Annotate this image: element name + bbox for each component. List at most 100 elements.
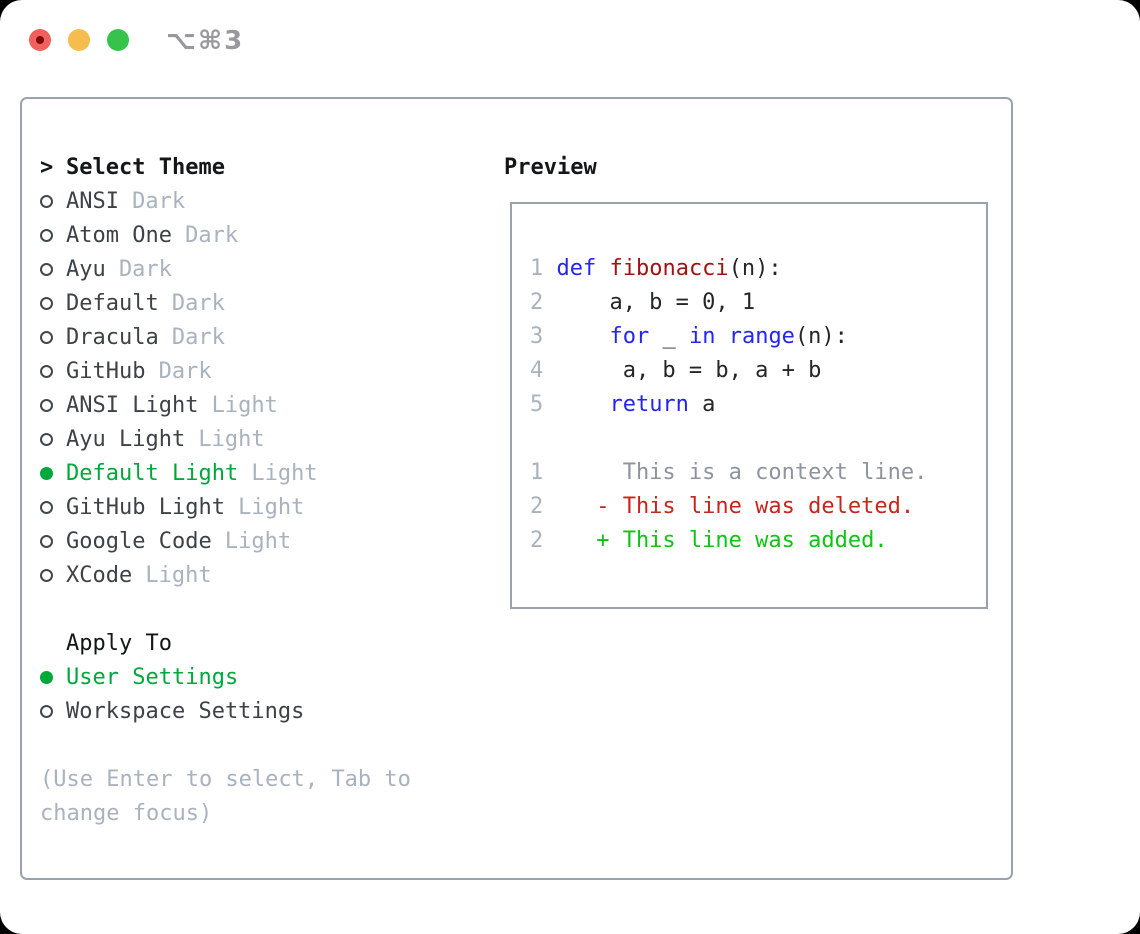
- item-label: ANSI: [66, 188, 119, 214]
- item-label: Atom One: [66, 222, 172, 248]
- item-variant-label: Dark: [158, 358, 212, 384]
- code-segment-ctx: This is a context line.: [556, 460, 928, 485]
- theme-item-dracula[interactable]: Dracula Dark: [40, 320, 411, 354]
- code-segment-kw: return: [609, 392, 689, 417]
- help-text-line-2: change focus): [40, 800, 213, 826]
- radio-circle: [40, 228, 53, 242]
- code-segment-del: - This line was deleted.: [556, 494, 915, 519]
- apply-option-user-settings[interactable]: User Settings: [40, 660, 411, 694]
- preview-title: Preview: [504, 154, 597, 180]
- radio-circle: [40, 364, 53, 378]
- radio-circle: [40, 262, 53, 276]
- spacer: [40, 728, 411, 762]
- item-label: Ayu Light: [66, 426, 186, 452]
- titlebar: ⌥⌘3: [0, 0, 1140, 80]
- radio-selected-icon: [40, 670, 66, 684]
- item-variant-label: Light: [198, 426, 265, 452]
- code-line: 3 for _ in range(n):: [530, 320, 986, 354]
- code-line: 1 This is a context line.: [530, 456, 986, 490]
- radio-circle: [40, 296, 53, 310]
- theme-item-xcode[interactable]: XCode Light: [40, 558, 411, 592]
- item-label: ANSI Light: [66, 392, 199, 418]
- line-number: 2: [530, 290, 544, 315]
- zoom-button[interactable]: [107, 29, 129, 51]
- item-variant-label: Dark: [171, 290, 225, 316]
- radio-unselected-icon: [40, 568, 66, 582]
- radio-circle: [40, 670, 53, 684]
- minimize-button[interactable]: [68, 29, 90, 51]
- item-label: Workspace Settings: [66, 698, 305, 724]
- radio-unselected-icon: [40, 432, 66, 446]
- code-segment-pl: (n):: [728, 256, 782, 281]
- radio-unselected-icon: [40, 704, 66, 718]
- code-segment-pl: a, b = b, a + b: [556, 358, 822, 383]
- radio-unselected-icon: [40, 228, 66, 242]
- radio-circle: [40, 534, 53, 548]
- code-segment-pl: [556, 392, 609, 417]
- cursor-marker: >: [40, 154, 54, 180]
- code-segment-kw: in: [688, 324, 716, 349]
- code-segment-pl: (n):: [794, 324, 848, 349]
- item-variant-label: Dark: [185, 222, 239, 248]
- radio-circle: [40, 330, 53, 344]
- radio-unselected-icon: [40, 262, 66, 276]
- item-variant-label: Light: [251, 460, 318, 486]
- select-theme-header: > Select Theme: [40, 150, 411, 184]
- theme-item-default[interactable]: Default Dark: [40, 286, 411, 320]
- item-label: Dracula: [66, 324, 159, 350]
- radio-selected-icon: [40, 466, 66, 480]
- item-label: GitHub Light: [66, 494, 225, 520]
- apply-option-workspace-settings[interactable]: Workspace Settings: [40, 694, 411, 728]
- line-number: 5: [530, 392, 544, 417]
- apply-to-header: Apply To: [40, 626, 411, 660]
- theme-item-ayu-light[interactable]: Ayu Light Light: [40, 422, 411, 456]
- close-button[interactable]: [29, 29, 51, 51]
- radio-unselected-icon: [40, 534, 66, 548]
- spacer: [40, 592, 411, 626]
- item-variant-label: Dark: [171, 324, 225, 350]
- code-line: 2 a, b = 0, 1: [530, 286, 986, 320]
- item-label: XCode: [66, 562, 133, 588]
- radio-unselected-icon: [40, 398, 66, 412]
- item-label: Google Code: [66, 528, 212, 554]
- item-variant-label: Light: [145, 562, 212, 588]
- radio-unselected-icon: [40, 296, 66, 310]
- radio-unselected-icon: [40, 194, 66, 208]
- code-segment-kw: range: [728, 324, 795, 349]
- code-segment-kw: def: [556, 256, 597, 281]
- line-number: 4: [530, 358, 544, 383]
- radio-circle: [40, 500, 53, 514]
- item-label: GitHub: [66, 358, 146, 384]
- theme-item-atom-one[interactable]: Atom One Dark: [40, 218, 411, 252]
- item-label: Ayu: [66, 256, 106, 282]
- window-title-shortcut: ⌥⌘3: [166, 26, 245, 56]
- line-number: 1: [530, 460, 544, 485]
- line-number: 3: [530, 324, 544, 349]
- radio-circle: [40, 398, 53, 412]
- line-number: 1: [530, 256, 544, 281]
- code-segment-pl: a, b = 0, 1: [556, 290, 756, 315]
- item-label: Default: [66, 290, 159, 316]
- radio-circle: [40, 568, 53, 582]
- select-theme-title: Select Theme: [66, 154, 225, 180]
- radio-circle: [40, 704, 53, 718]
- radio-circle: [40, 466, 53, 480]
- code-segment-pl: [715, 324, 728, 349]
- code-line: 2 + This line was added.: [530, 524, 986, 558]
- theme-item-github[interactable]: GitHub Dark: [40, 354, 411, 388]
- code-blank-line: [530, 422, 986, 456]
- code-segment-pl: a: [688, 392, 716, 417]
- code-segment-add: + This line was added.: [556, 528, 888, 553]
